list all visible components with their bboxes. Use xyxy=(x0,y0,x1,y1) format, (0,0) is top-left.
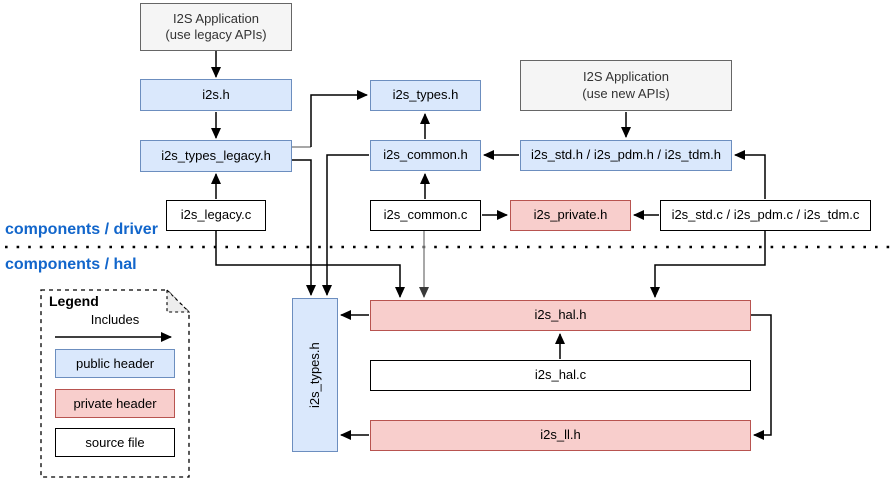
node-i2s-common-c: i2s_common.c xyxy=(370,200,481,231)
node-i2s-types-legacy-h: i2s_types_legacy.h xyxy=(140,140,292,172)
legend-title: Legend xyxy=(49,293,99,309)
connector-i2s-legacy-c-to-i2s-hal-h xyxy=(215,231,405,298)
legend-folded-corner xyxy=(166,289,190,313)
node-i2s-ll-h: i2s_ll.h xyxy=(370,420,751,451)
node-i2s-types-h-hal-label: i2s_types.h xyxy=(306,342,322,408)
section-label-components-hal: components / hal xyxy=(5,256,137,273)
legend-item-source-file: source file xyxy=(55,428,175,457)
node-i2s-application-new: I2S Application (use new APIs) xyxy=(520,60,732,111)
node-i2s-types-h-driver: i2s_types.h xyxy=(370,80,481,111)
node-i2s-hal-c: i2s_hal.c xyxy=(370,360,751,391)
node-i2s-common-h: i2s_common.h xyxy=(370,140,481,171)
connector-i2s-common-h-to-i2s-types-h-hal xyxy=(322,154,369,296)
node-i2s-hal-h: i2s_hal.h xyxy=(370,300,751,331)
legend: Legend Includes public header private he… xyxy=(40,289,190,478)
node-i2s-legacy-c: i2s_legacy.c xyxy=(166,200,266,231)
connector-i2s-types-legacy-h-to-i2s-types-h-hal xyxy=(292,159,316,296)
node-i2s-private-h: i2s_private.h xyxy=(510,200,631,231)
node-i2s-std-pdm-tdm-c: i2s_std.c / i2s_pdm.c / i2s_tdm.c xyxy=(660,200,871,231)
node-i2s-h: i2s.h xyxy=(140,79,292,111)
connector-i2s-std-c-to-i2s-hal-h xyxy=(650,231,766,298)
connector-i2s-std-c-to-i2s-std-h xyxy=(734,150,766,199)
node-i2s-types-h-hal: i2s_types.h xyxy=(292,298,338,452)
node-i2s-application-legacy: I2S Application (use legacy APIs) xyxy=(140,3,292,51)
node-i2s-std-pdm-tdm-h: i2s_std.h / i2s_pdm.h / i2s_tdm.h xyxy=(520,140,732,171)
connector-i2s-types-legacy-h-to-i2s-types-h-driver xyxy=(310,90,368,147)
legend-item-private-header: private header xyxy=(55,389,175,418)
legend-includes-label: Includes xyxy=(90,312,140,327)
section-label-components-driver: components / driver xyxy=(5,221,158,238)
connector-i2s-hal-h-to-i2s-ll-h xyxy=(751,314,772,440)
legend-item-public-header: public header xyxy=(55,349,175,378)
